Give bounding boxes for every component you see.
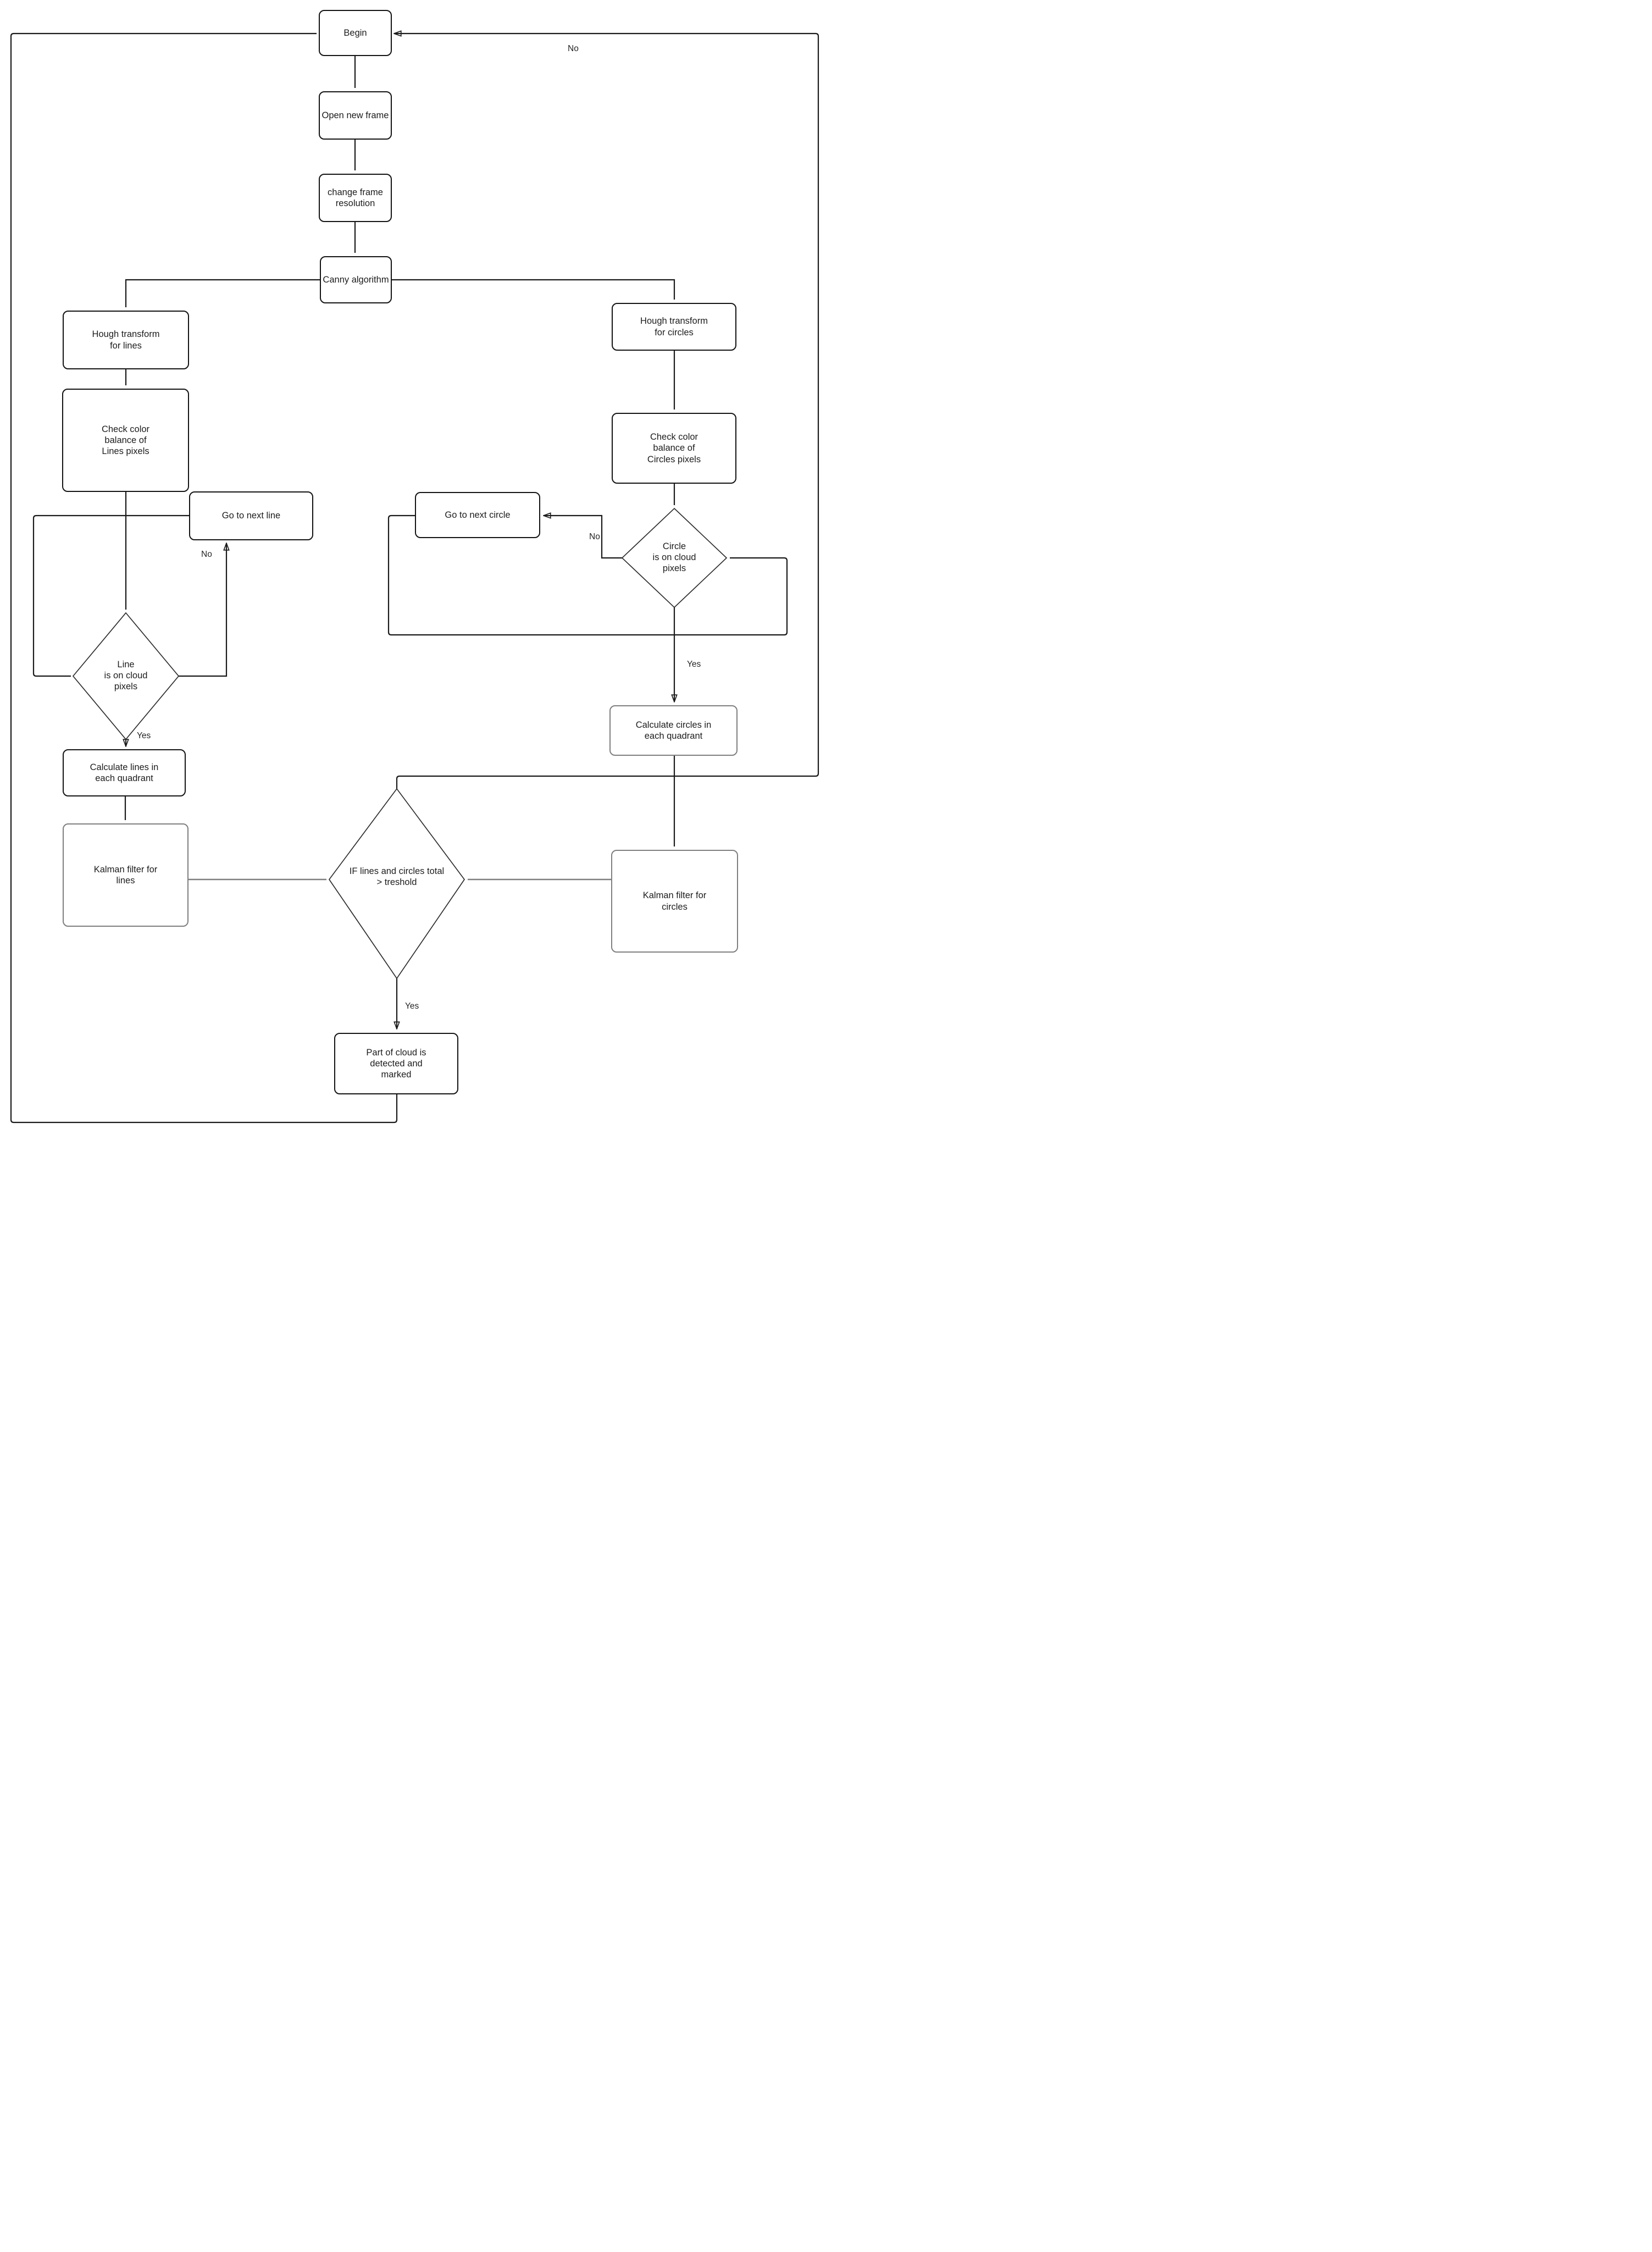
node-begin: Begin: [319, 10, 392, 56]
edge-go-next-circle-loop: [387, 514, 788, 636]
node-change-frame-resolution: change frame resolution: [319, 174, 392, 222]
edge-if-no-loop-to-begin: [394, 34, 819, 789]
edge-label-yes-left: Yes: [137, 731, 151, 740]
edge-canny-to-hough-lines: [125, 279, 320, 307]
node-kalman-filter-lines: Kalman filter for lines: [63, 823, 189, 927]
node-canny-algorithm: Canny algorithm: [320, 256, 392, 303]
connector-layer: [10, 0, 819, 1124]
edge-label-no-left: No: [201, 550, 212, 559]
node-check-color-lines: Check color balance of Lines pixels: [62, 389, 189, 492]
node-line-on-cloud-label: Line is on cloud pixels: [104, 660, 148, 691]
edge-label-no-top: No: [568, 44, 579, 53]
node-calculate-lines: Calculate lines in each quadrant: [63, 749, 186, 796]
circle-decision-diamond: [621, 507, 728, 608]
node-go-to-next-circle: Go to next circle: [415, 492, 540, 538]
node-part-of-cloud: Part of cloud is detected and marked: [334, 1033, 458, 1094]
edge-line-no: [179, 543, 226, 677]
node-go-to-next-line: Go to next line: [189, 491, 313, 540]
node-calculate-circles: Calculate circles in each quadrant: [609, 705, 738, 756]
node-threshold-check-label: IF lines and circles total > treshold: [349, 866, 445, 887]
node-hough-transform-circles: Hough transform for circles: [612, 303, 736, 351]
node-hough-transform-lines: Hough transform for lines: [63, 311, 189, 369]
node-kalman-filter-circles: Kalman filter for circles: [611, 850, 738, 953]
edge-label-no-right: No: [589, 532, 600, 541]
flowchart-canvas: Begin Open new frame change frame resolu…: [0, 0, 826, 1126]
edge-label-yes-right: Yes: [687, 660, 701, 669]
edge-label-yes-bottom: Yes: [405, 1001, 419, 1011]
edge-go-next-line-loop: [32, 514, 189, 677]
line-decision-diamond: [72, 612, 180, 740]
edge-part-cloud-loop-to-begin: [10, 32, 398, 1124]
edge-canny-to-hough-circles: [391, 279, 675, 300]
threshold-decision-diamond: [328, 788, 465, 980]
node-check-color-circles: Check color balance of Circles pixels: [612, 413, 736, 484]
node-open-new-frame: Open new frame: [319, 91, 392, 140]
edge-circle-no: [544, 516, 622, 559]
node-circle-on-cloud-label: Circle is on cloud pixels: [652, 541, 696, 573]
